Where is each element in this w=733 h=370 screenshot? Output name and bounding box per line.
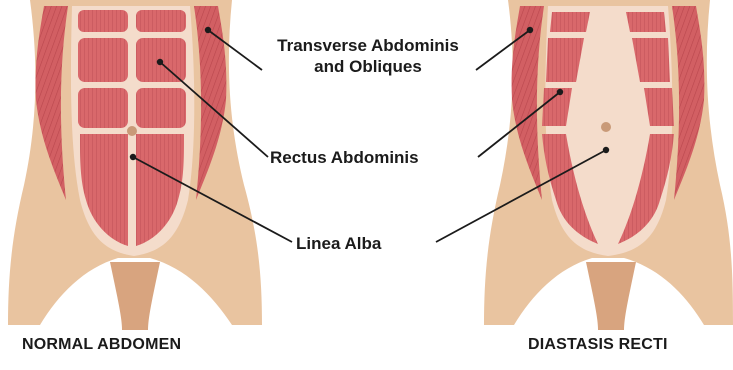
left-leg-gap: [110, 262, 160, 330]
label-transverse: Transverse Abdominis and Obliques: [262, 35, 474, 77]
diastasis-figure: [484, 0, 733, 330]
normal-abdomen-figure: [8, 0, 262, 330]
left-navel: [127, 126, 137, 136]
caption-diastasis-recti: DIASTASIS RECTI: [528, 336, 668, 354]
label-linea-alba: Linea Alba: [296, 233, 381, 254]
label-transverse-line2: and Obliques: [262, 56, 474, 77]
right-leg-gap: [586, 262, 636, 330]
right-navel: [601, 122, 611, 132]
label-transverse-line1: Transverse Abdominis: [262, 35, 474, 56]
label-rectus: Rectus Abdominis: [270, 147, 419, 168]
caption-normal-abdomen: NORMAL ABDOMEN: [22, 336, 181, 354]
